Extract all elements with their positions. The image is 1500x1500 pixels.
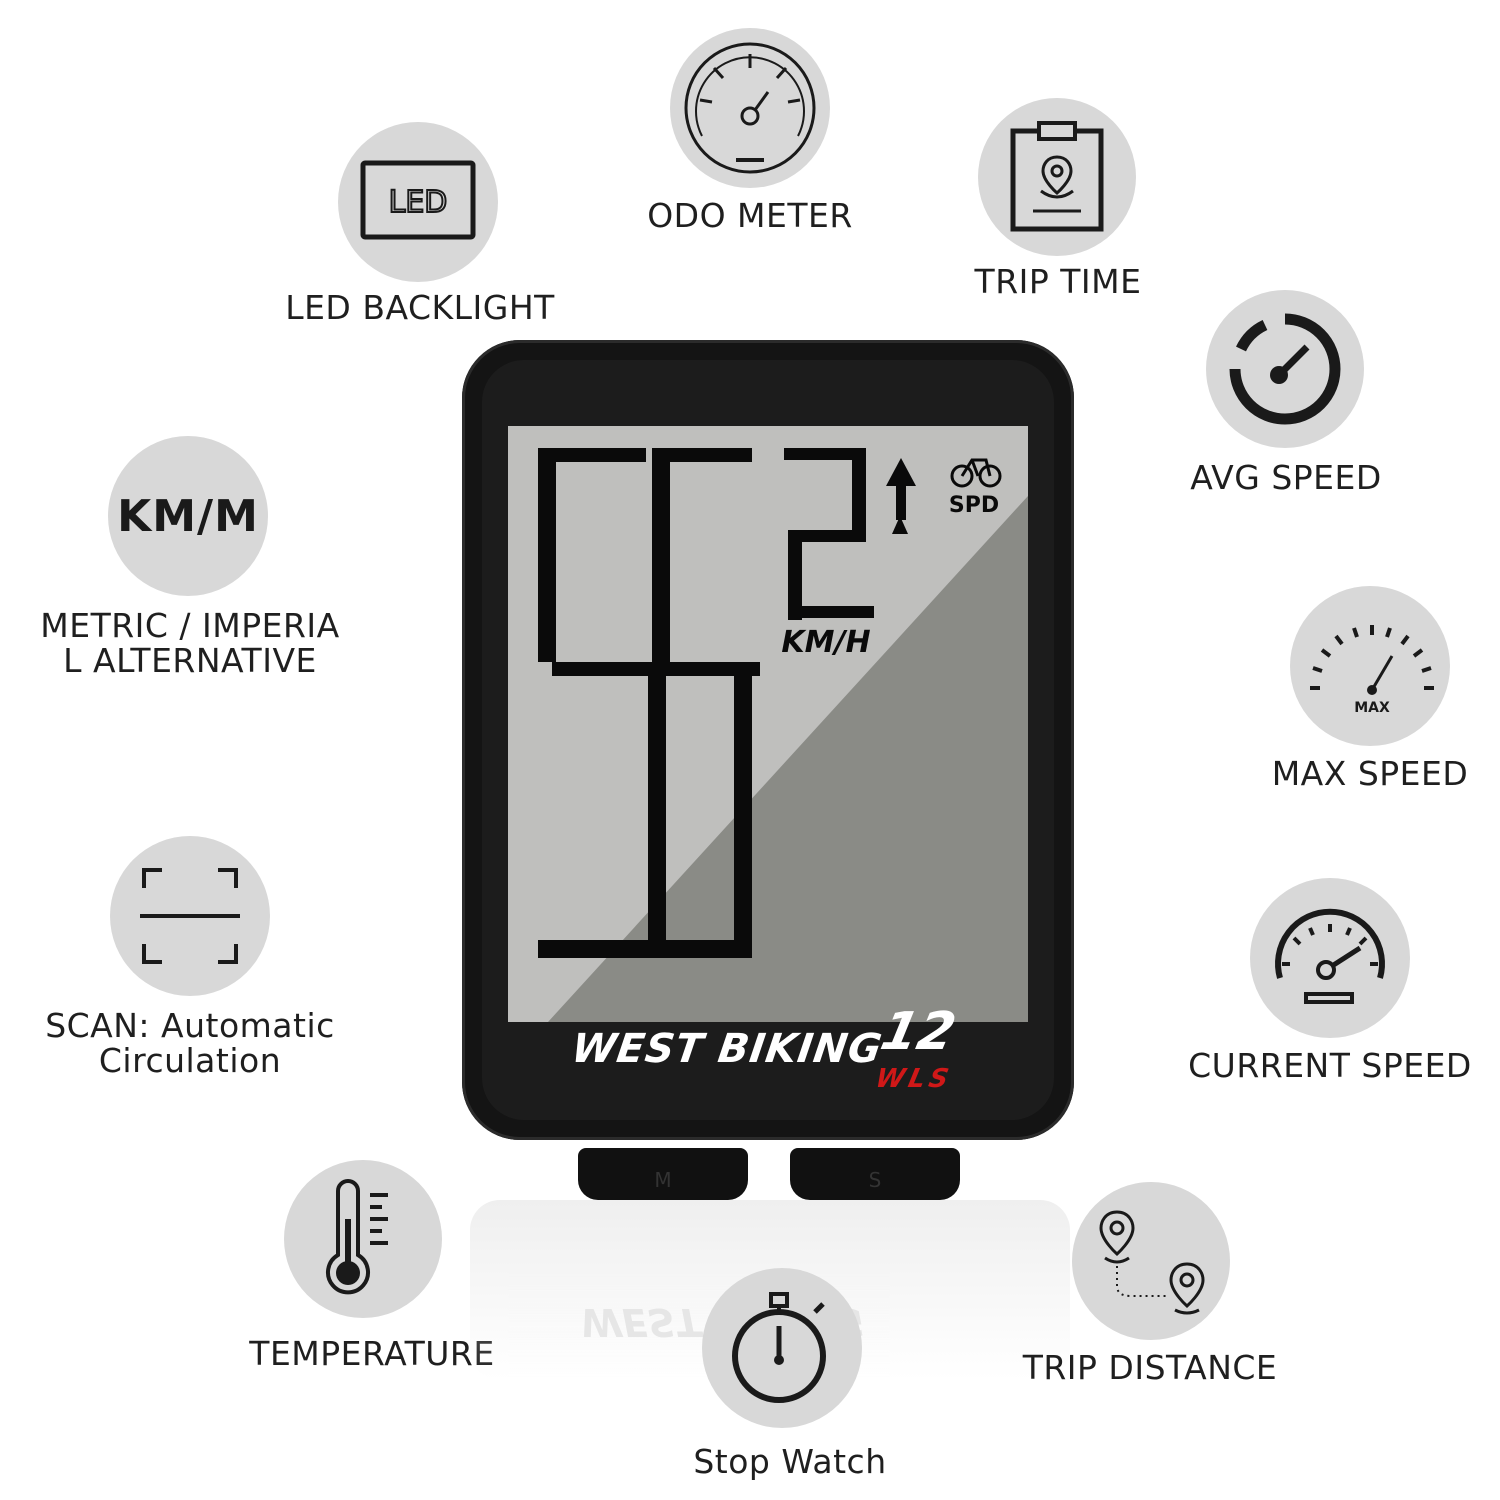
unit-indicator: KM/H — [781, 625, 870, 660]
scan-label: SCAN: Automatic Circulation — [45, 1006, 335, 1080]
thermometer-icon — [326, 1179, 388, 1295]
mode-button[interactable]: M — [578, 1148, 748, 1200]
scan-circle — [110, 836, 270, 996]
lcd-screen: SPD KM/H — [508, 426, 1028, 1022]
speedometer-icon — [1275, 908, 1385, 1004]
bike-computer-device: SPD KM/H WEST BIKING 12 WLS M S — [462, 340, 1074, 1200]
max-speed-gauge-icon: MAX — [1310, 625, 1434, 716]
mode-indicator: SPD — [949, 493, 999, 518]
current-speed-label: CURRENT SPEED — [1188, 1046, 1472, 1085]
trip-distance-label: TRIP DISTANCE — [1022, 1348, 1278, 1387]
max-speed-circle: MAX — [1290, 586, 1450, 746]
svg-text:MAX: MAX — [1354, 700, 1390, 716]
odometer-gauge-icon — [684, 42, 816, 174]
trip-time-label: TRIP TIME — [974, 262, 1142, 301]
stop-watch-circle — [702, 1268, 862, 1428]
led-screen-icon: LED — [360, 160, 476, 240]
odo-meter-circle — [670, 28, 830, 188]
brand-logo-text: WEST BIKING — [568, 1026, 886, 1072]
bicycle-icon — [950, 458, 1002, 488]
model-suffix: WLS — [872, 1064, 956, 1094]
temperature-label: TEMPERATURE — [249, 1334, 495, 1373]
svg-text:LED: LED — [389, 185, 448, 220]
stopwatch-icon — [732, 1292, 826, 1403]
temperature-circle — [284, 1160, 442, 1318]
odo-meter-label: ODO METER — [647, 196, 853, 235]
max-speed-label: MAX SPEED — [1271, 754, 1469, 793]
trip-distance-circle — [1072, 1182, 1230, 1340]
scan-frame-icon — [140, 868, 240, 964]
avg-speed-gauge-icon — [1229, 313, 1341, 425]
led-backlight-label: LED BACKLIGHT — [285, 288, 555, 327]
lcd-display: SPD KM/H — [508, 426, 1028, 1022]
avg-speed-label: AVG SPEED — [1190, 458, 1382, 497]
km-m-circle: KM/M — [108, 436, 268, 596]
set-button[interactable]: S — [790, 1148, 960, 1200]
route-pins-icon — [1099, 1210, 1205, 1315]
clipboard-location-icon — [1010, 121, 1104, 232]
avg-speed-circle — [1206, 290, 1364, 448]
km-m-icon-text: KM/M — [117, 490, 259, 542]
stop-watch-label: Stop Watch — [693, 1442, 887, 1481]
current-speed-circle — [1250, 878, 1410, 1038]
metric-imperial-label: METRIC / IMPERIA L ALTERNATIVE — [40, 606, 340, 680]
led-backlight-circle: LED — [338, 122, 498, 282]
model-number: 12 — [875, 1002, 961, 1062]
trip-time-circle — [978, 98, 1136, 256]
